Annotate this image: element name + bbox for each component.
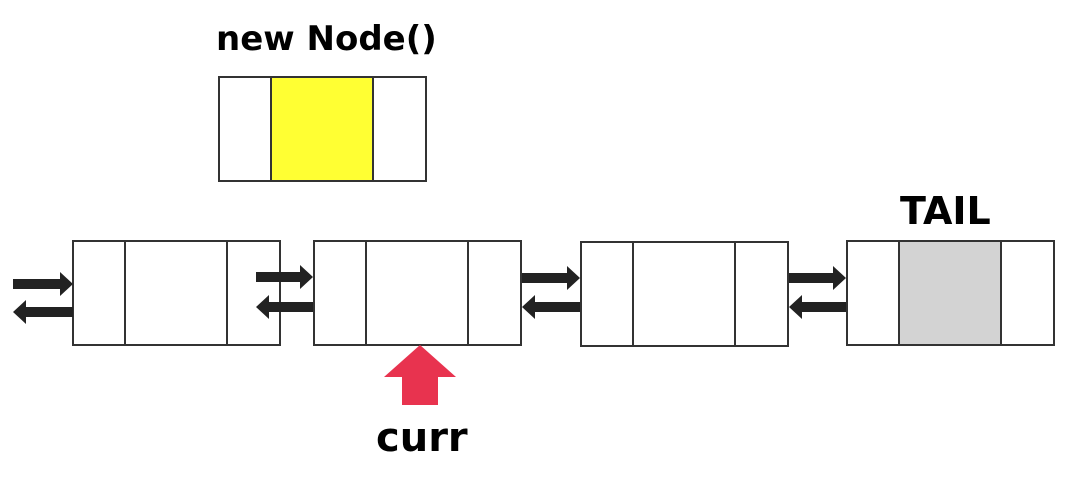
node-4-data-cell xyxy=(900,242,1002,344)
node-4-next-cell xyxy=(1002,242,1053,344)
new-node-prev-cell xyxy=(220,78,272,180)
right-arrow-icon xyxy=(13,272,73,296)
links-node-2-node-3 xyxy=(522,266,580,319)
node-1-data-cell xyxy=(126,242,228,344)
node-3-next-cell xyxy=(736,243,787,345)
node-1-next-cell xyxy=(228,242,279,344)
list-node-4-tail xyxy=(846,240,1055,346)
right-arrow-icon xyxy=(522,266,580,290)
node-2-prev-cell xyxy=(315,242,367,344)
left-arrow-icon xyxy=(13,300,73,324)
new-node-data-cell xyxy=(272,78,374,180)
tail-label: TAIL xyxy=(900,189,991,233)
node-4-prev-cell xyxy=(848,242,900,344)
links-node-3-node-4 xyxy=(789,266,846,319)
node-2-data-cell xyxy=(367,242,469,344)
links-head xyxy=(13,272,73,324)
curr-label: curr xyxy=(376,415,468,461)
list-node-1 xyxy=(72,240,281,346)
left-arrow-icon xyxy=(522,295,580,319)
left-arrow-icon xyxy=(789,295,846,319)
list-node-3 xyxy=(580,241,789,347)
new-node-label: new Node() xyxy=(216,19,437,59)
node-3-data-cell xyxy=(634,243,736,345)
new-node-next-cell xyxy=(374,78,425,180)
up-arrow-icon xyxy=(384,345,456,405)
node-1-prev-cell xyxy=(74,242,126,344)
right-arrow-icon xyxy=(789,266,846,290)
node-2-next-cell xyxy=(469,242,520,344)
node-3-prev-cell xyxy=(582,243,634,345)
list-node-2 xyxy=(313,240,522,346)
new-node xyxy=(218,76,427,182)
